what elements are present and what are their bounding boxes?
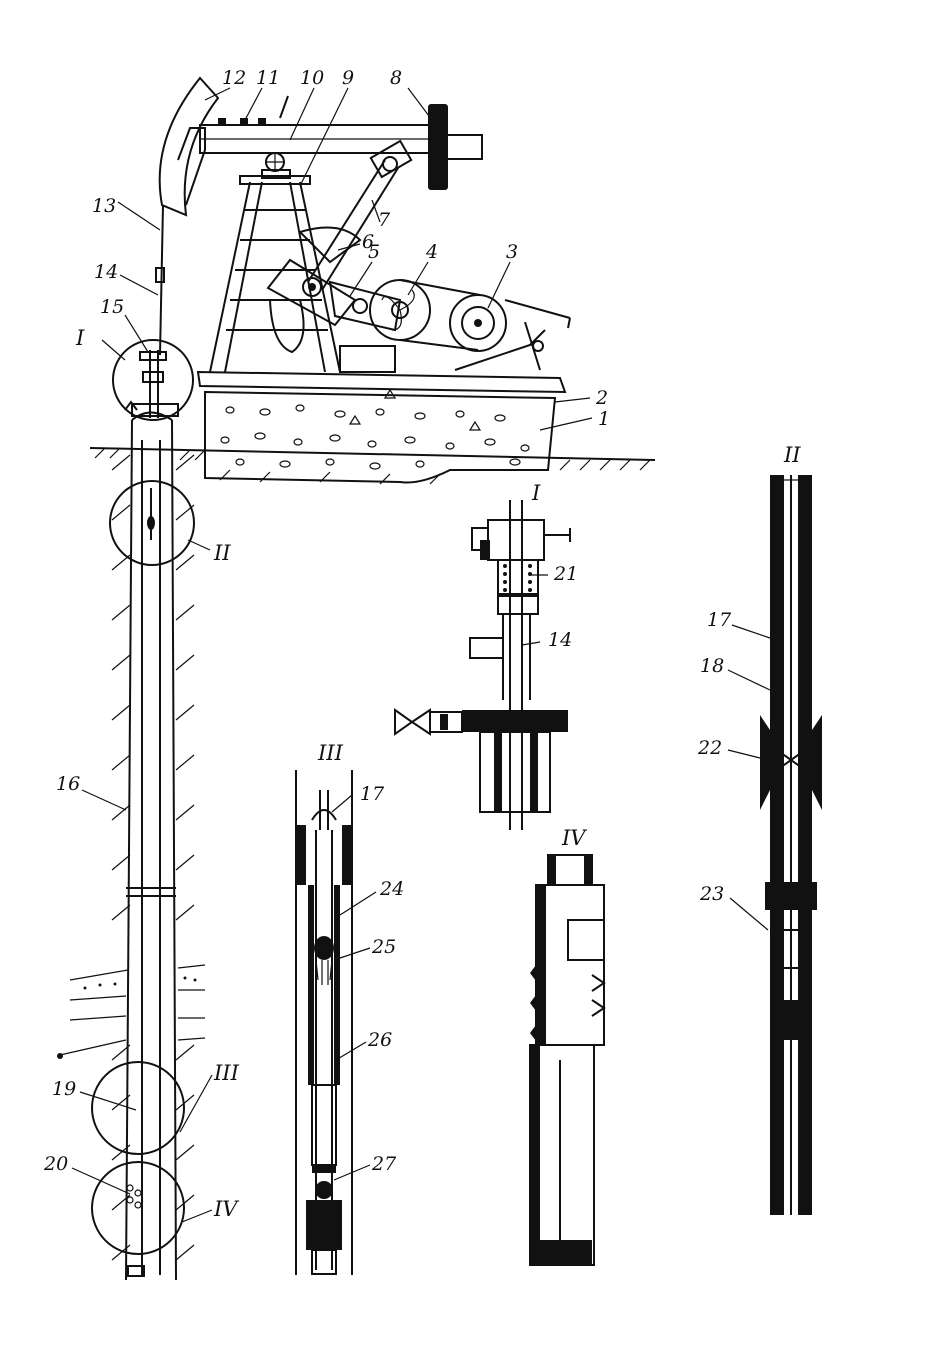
cable-hanger	[159, 204, 164, 356]
label-14: 14	[94, 261, 118, 283]
foundation-aggregate	[220, 388, 530, 470]
belt-guard	[504, 299, 571, 319]
label-26: 26	[367, 1029, 392, 1051]
connecting-rod	[307, 139, 413, 291]
detail-iv-anchor	[529, 854, 606, 1266]
label-27: 27	[371, 1153, 397, 1175]
detail-iii-title: III	[317, 741, 344, 765]
label-24: 24	[379, 878, 404, 900]
label-3: 3	[506, 241, 518, 263]
label-9: 9	[342, 67, 354, 89]
label-19: 19	[52, 1078, 76, 1100]
detail-circle-ii	[109, 480, 195, 566]
label-16: 16	[56, 773, 80, 795]
pumping-unit	[57, 76, 656, 1281]
detail-iv-title: IV	[561, 826, 587, 850]
detail-ii-title: II	[783, 443, 801, 467]
detail-i-title: I	[531, 481, 541, 505]
detail-circle-i	[112, 339, 194, 421]
label-15: 15	[100, 296, 124, 318]
samson-post	[209, 175, 341, 373]
label-13: 13	[92, 195, 116, 217]
motor-pulley	[449, 294, 507, 352]
section-labels: I II III IV I II III IV	[75, 326, 801, 1221]
callout-labels: 1 2 3 4 5 6 7 8 9 10 11 12 13 14 14 15 1…	[43, 67, 732, 1175]
label-23: 23	[699, 883, 724, 905]
rod-clamp	[155, 267, 165, 283]
motor-slide	[454, 329, 546, 371]
drive-belt	[399, 279, 481, 296]
crank-counterweight	[298, 226, 362, 264]
label-11: 11	[256, 67, 280, 89]
crank-pin	[302, 277, 322, 297]
horsehead	[158, 76, 220, 217]
detail-ii-tubing	[760, 475, 822, 1215]
crank-lower-weight	[269, 299, 305, 354]
detail-circle-iv	[91, 1161, 185, 1255]
label-2: 2	[595, 387, 608, 409]
label-21: 21	[553, 563, 578, 585]
label-20: 20	[43, 1153, 68, 1175]
section-iii-marker: III	[213, 1061, 240, 1085]
label-17-pump: 17	[360, 783, 385, 805]
detail-iii-pump	[295, 770, 353, 1275]
label-5: 5	[368, 241, 380, 263]
section-iv-marker: IV	[213, 1197, 239, 1221]
detail-i-wellhead	[394, 500, 571, 830]
ground-line	[89, 447, 656, 461]
label-17-tubing: 17	[707, 609, 732, 631]
label-18: 18	[700, 655, 724, 677]
detail-circle-iii	[91, 1061, 185, 1155]
label-25: 25	[371, 936, 396, 958]
label-7: 7	[378, 209, 391, 231]
balancer-weight	[428, 104, 448, 190]
section-i-marker: I	[75, 326, 85, 350]
foundation	[204, 390, 557, 484]
gear-reducer	[328, 280, 402, 332]
wellhead-small	[124, 350, 179, 418]
section-ii-marker: II	[213, 541, 231, 565]
label-1: 1	[598, 408, 610, 430]
well-casing	[57, 411, 206, 1281]
reducer-support	[339, 345, 396, 373]
label-6: 6	[362, 231, 374, 253]
horsehead-frame	[177, 127, 206, 206]
label-14-detail: 14	[548, 629, 572, 651]
frame-base	[196, 370, 567, 394]
label-10: 10	[300, 67, 324, 89]
leader-lines	[71, 87, 771, 1223]
label-4: 4	[425, 241, 438, 263]
label-12: 12	[222, 67, 246, 89]
label-8: 8	[390, 67, 402, 89]
label-22: 22	[697, 737, 722, 759]
